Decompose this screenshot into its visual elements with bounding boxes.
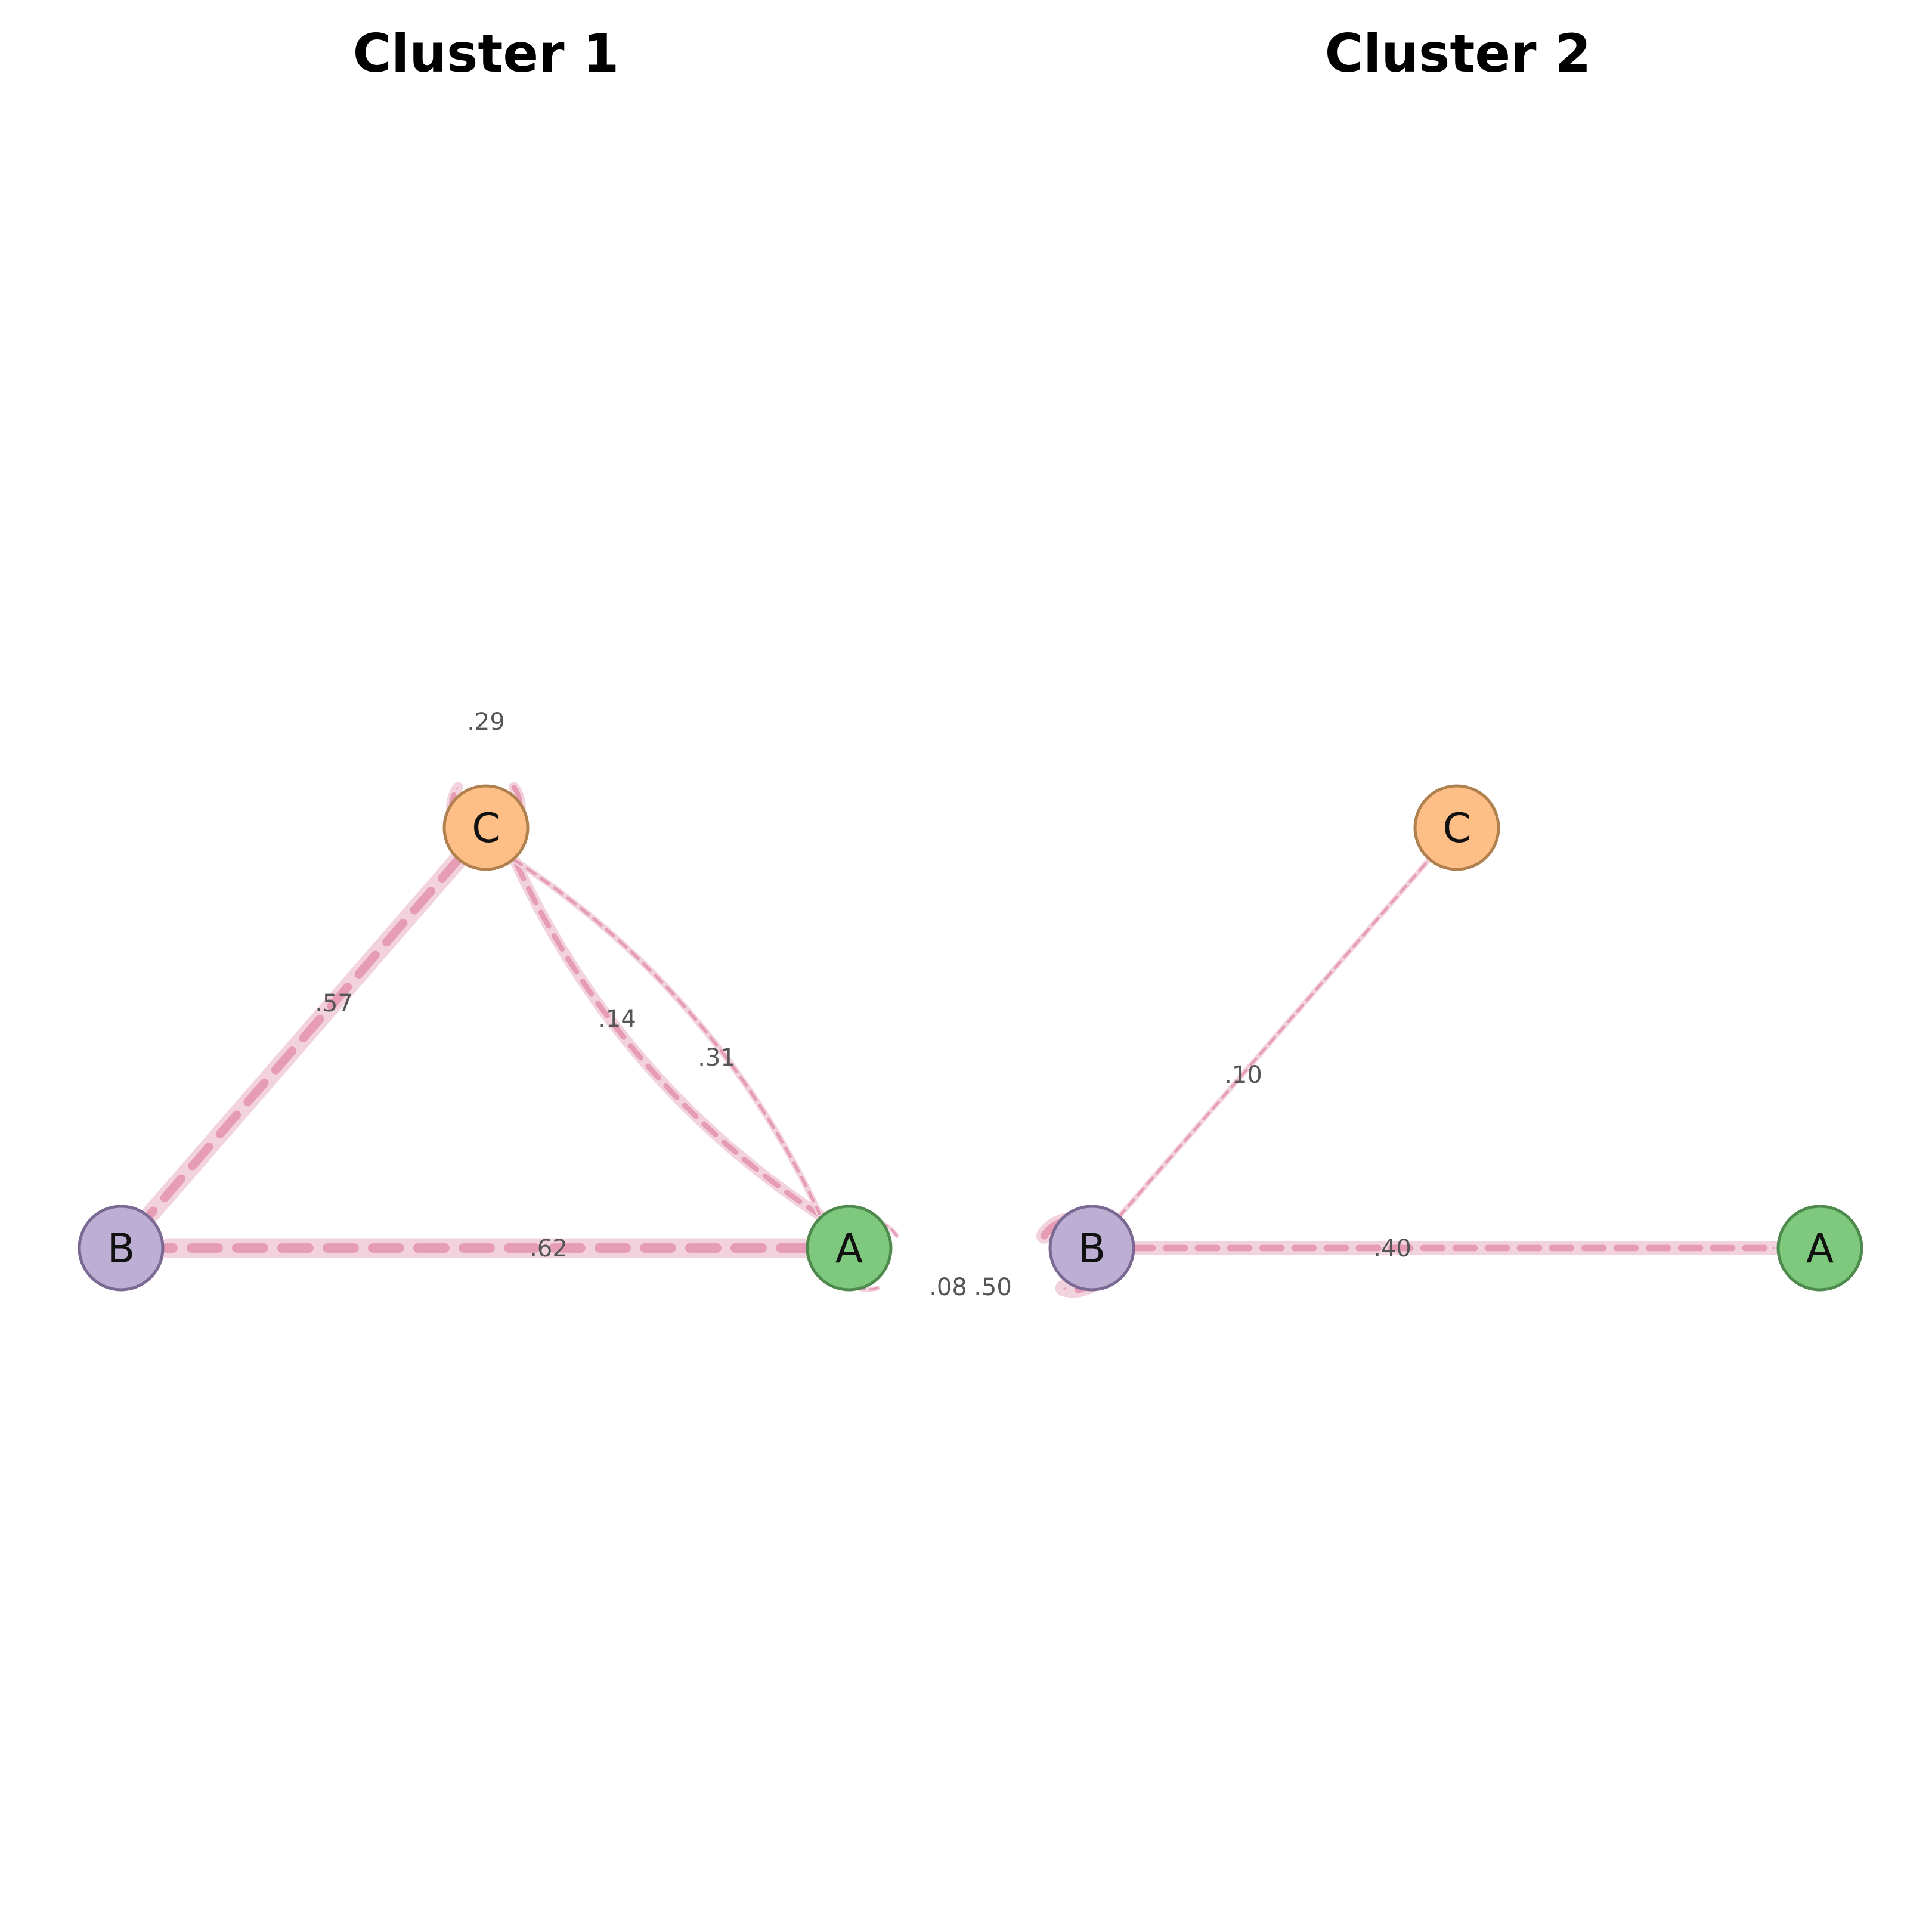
cluster-1-edge-A-C bbox=[513, 859, 825, 1219]
cluster-1-title: Cluster 1 bbox=[353, 23, 620, 84]
cluster-1-edge-A-C-halo bbox=[510, 856, 828, 1222]
cluster-2-edge-label-B-B: .50 bbox=[974, 1274, 1012, 1301]
cluster-1-node-C bbox=[442, 784, 530, 871]
cluster-1-edge-label-C-B: .57 bbox=[315, 990, 353, 1017]
cluster-2-node-label-C: C bbox=[1442, 805, 1470, 852]
cluster-1-edge-label-A-B: .62 bbox=[530, 1235, 568, 1262]
edges-layer bbox=[141, 782, 1782, 1298]
cluster-2-edge-label-B-A: .40 bbox=[1373, 1235, 1411, 1262]
cluster-2-node-A bbox=[1776, 1205, 1863, 1292]
cluster-1-node-label-B: B bbox=[107, 1225, 135, 1272]
cluster-1-edge-C-A-halo bbox=[510, 856, 823, 1217]
cluster-1-node-label-C: C bbox=[472, 805, 500, 852]
cluster-1-edge-label-A-C: .31 bbox=[698, 1044, 736, 1072]
cluster-1-edge-C-A bbox=[512, 857, 821, 1216]
cluster-1-edge-label-A-A: .08 bbox=[929, 1274, 967, 1301]
nodes-layer: A B C A B C bbox=[78, 784, 1863, 1292]
cluster-2-edge-label-B-C: .10 bbox=[1224, 1061, 1262, 1089]
cluster-1-edge-C-B bbox=[146, 854, 463, 1218]
cluster-1-node-label-A: A bbox=[835, 1225, 863, 1272]
edge-labels-layer: .62 .57 .31 .14 .29 .08 .40 .10 .50 bbox=[315, 708, 1411, 1301]
cluster-2-node-label-B: B bbox=[1078, 1225, 1106, 1272]
cluster-1-edge-label-C-C: .29 bbox=[467, 708, 505, 736]
cluster-2-title: Cluster 2 bbox=[1325, 23, 1592, 84]
cluster-2-node-C bbox=[1413, 784, 1500, 871]
cluster-2-node-label-A: A bbox=[1806, 1225, 1834, 1272]
cluster-1-node-B bbox=[78, 1205, 165, 1292]
cluster-2-node-B bbox=[1048, 1205, 1135, 1292]
cluster-1-edge-label-C-A: .14 bbox=[598, 1005, 636, 1033]
cluster-2-edge-B-C bbox=[1117, 860, 1429, 1218]
cluster-1-node-A bbox=[806, 1205, 893, 1292]
